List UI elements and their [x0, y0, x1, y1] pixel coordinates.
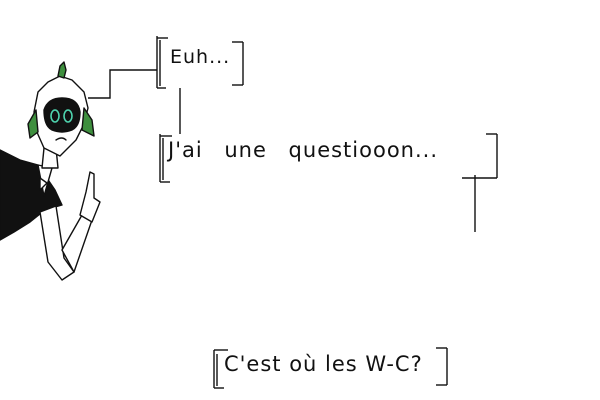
speech-line-3: C'est où les W-C? [224, 352, 423, 376]
bubble-2 [159, 133, 498, 183]
connector-head-to-bubble1 [88, 69, 157, 99]
speech-line-2: J'ai une questiooon... [168, 138, 439, 162]
left-fin-icon [27, 109, 39, 139]
bubble-1 [156, 36, 244, 89]
character-mouth [55, 137, 67, 141]
left-eye-icon [50, 109, 60, 123]
bubble-3 [213, 347, 448, 389]
character-hand [79, 171, 101, 223]
character-visor [43, 97, 81, 133]
right-eye-icon [63, 109, 73, 123]
speech-line-1: Euh... [170, 46, 231, 68]
right-fin-icon [81, 107, 95, 137]
bubble-connectors [88, 69, 476, 232]
robot-character [0, 61, 101, 281]
head-crest-icon [57, 61, 67, 79]
character-tie [39, 177, 48, 191]
